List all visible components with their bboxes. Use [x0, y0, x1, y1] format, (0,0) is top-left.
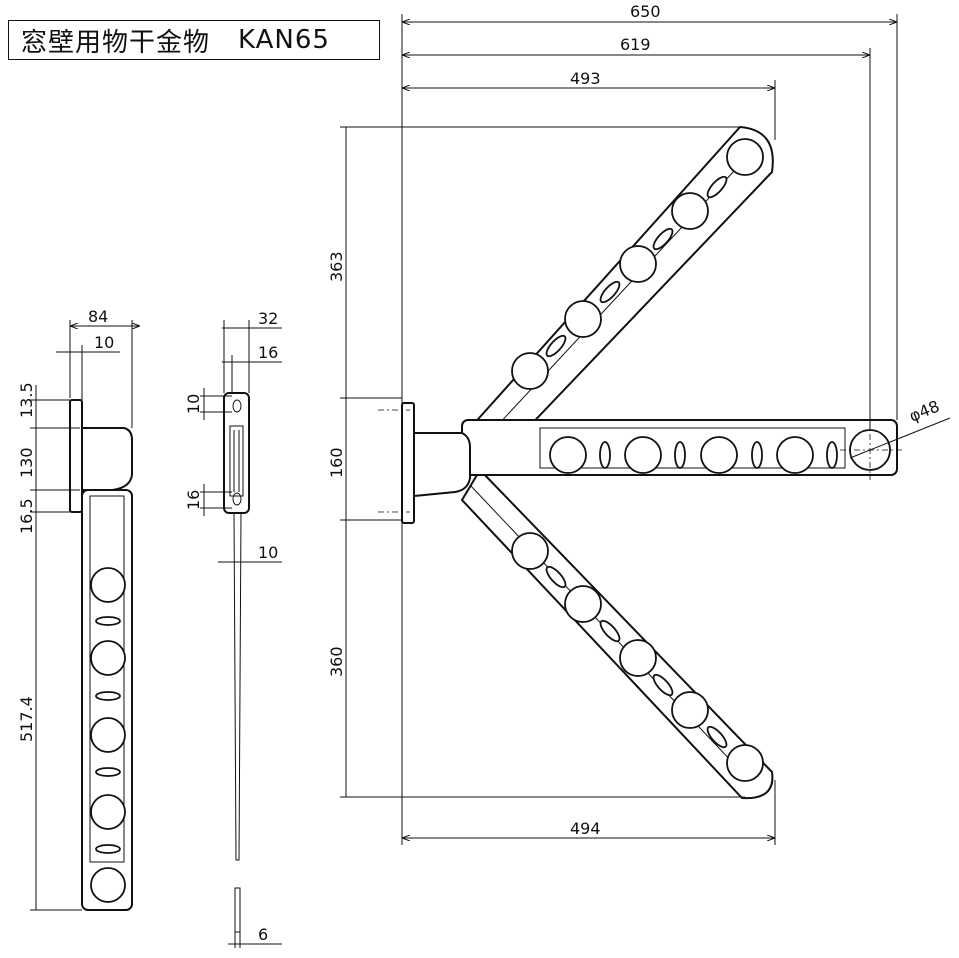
side-wall-plate [69, 399, 83, 513]
dim-619: 619 [620, 35, 651, 54]
dim-360: 360 [327, 646, 346, 677]
side-arm-inner [89, 495, 125, 863]
dim-thick-16-b: 16 [184, 490, 203, 510]
dim-6: 6 [258, 925, 268, 944]
product-name: 窓壁用物干金物 [21, 27, 211, 58]
thickness-body [223, 392, 250, 514]
plan-view: 650 619 493 494 363 160 360 φ48 [327, 2, 951, 845]
dim-494: 494 [570, 819, 601, 838]
dim-493: 493 [570, 69, 601, 88]
upper-arm [460, 125, 774, 480]
title-box: 窓壁用物干金物 KAN65 [8, 20, 380, 60]
dim-650: 650 [630, 2, 661, 21]
dim-thick-16-top: 16 [258, 343, 278, 362]
side-bracket-body [81, 427, 133, 491]
dim-13-5: 13.5 [17, 382, 36, 418]
plan-wall-bracket [401, 402, 471, 524]
model-number: KAN65 [238, 25, 330, 55]
thickness-arm-end [234, 887, 241, 933]
dim-thick-10-b: 10 [258, 543, 278, 562]
dim-16-5: 16.5 [17, 498, 36, 534]
thickness-view: 32 16 10 16 10 6 [184, 309, 282, 948]
side-arm-holes [90, 567, 126, 903]
thickness-inner [229, 425, 244, 497]
dim-hole-diameter: φ48 [906, 397, 942, 426]
dim-84: 84 [88, 307, 108, 326]
dim-517-4: 517.4 [17, 696, 36, 742]
dim-160: 160 [327, 447, 346, 478]
lower-arm [460, 468, 774, 800]
dim-130: 130 [17, 447, 36, 478]
side-view: 84 10 13.5 130 16.5 517.4 [17, 307, 140, 911]
dim-363: 363 [327, 251, 346, 282]
thickness-arm [233, 512, 242, 861]
horizontal-arm [461, 419, 905, 480]
dim-thick-10-a: 10 [184, 394, 203, 414]
dim-side-10: 10 [94, 333, 114, 352]
dim-32: 32 [258, 309, 278, 328]
